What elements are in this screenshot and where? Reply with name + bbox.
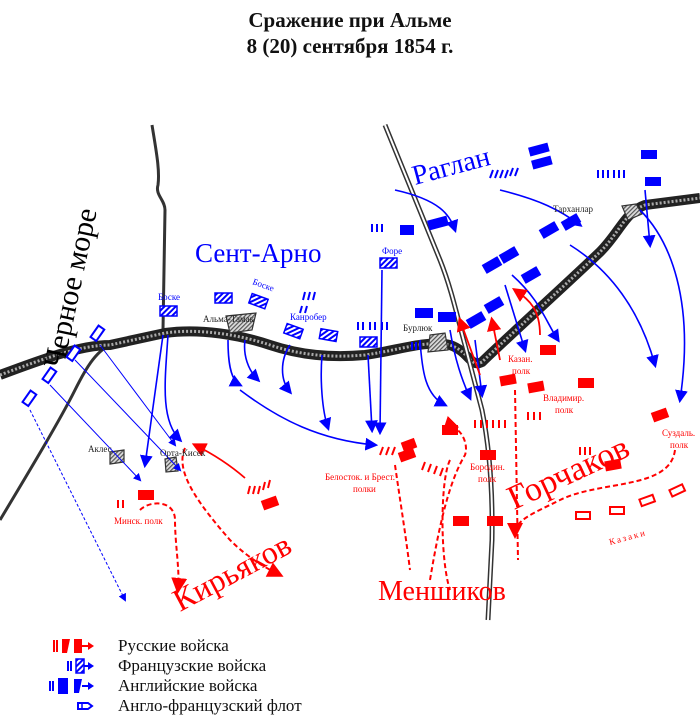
allied-fleet bbox=[21, 324, 106, 408]
russian-attack-arrows bbox=[191, 288, 541, 479]
legend-label: Русские войска bbox=[118, 636, 229, 655]
label-alma-tamak: Альма-Тамак bbox=[203, 314, 255, 324]
villages bbox=[109, 203, 643, 473]
label-belostok-2: полки bbox=[353, 484, 376, 494]
russian-units bbox=[138, 345, 670, 526]
commander-gorchakov: Горчаков bbox=[502, 429, 635, 517]
legend-item-french: Французские войска bbox=[40, 656, 266, 676]
label-cossacks: Казаки bbox=[608, 527, 648, 547]
label-borodino-1: Бородин. bbox=[470, 462, 505, 472]
legend-label: Французские войска bbox=[118, 656, 267, 675]
commander-raglan: Раглан bbox=[409, 141, 494, 192]
russian-movement-arrows bbox=[139, 389, 676, 594]
russian-cavalry bbox=[117, 412, 591, 508]
legend-item-english: Английские войска bbox=[40, 676, 257, 696]
legend-item-fleet: Англо-французский флот bbox=[40, 696, 302, 716]
label-fore: Форе bbox=[382, 246, 402, 256]
label-borodino-2: полк bbox=[478, 474, 497, 484]
commander-kiryakov: Кирьяков bbox=[166, 526, 297, 618]
village-alma-tamak bbox=[225, 312, 257, 334]
label-burlyuk: Бурлюк bbox=[403, 323, 433, 333]
label-bosquet-2: Боске bbox=[251, 276, 275, 293]
legend-item-russian: Русские войска bbox=[40, 636, 229, 656]
road bbox=[382, 124, 495, 621]
label-vladimir-2: полк bbox=[555, 405, 574, 415]
label-vladimir-1: Владимир. bbox=[543, 393, 584, 403]
village-burlyuk bbox=[427, 332, 449, 353]
label-kazan-2: полк bbox=[512, 366, 531, 376]
french-troops-icon bbox=[67, 658, 94, 674]
label-bosquet-1: Боске bbox=[158, 292, 180, 302]
english-units bbox=[400, 142, 661, 329]
streams bbox=[0, 124, 167, 521]
cossacks bbox=[575, 482, 687, 520]
french-skirmishers bbox=[299, 291, 388, 330]
allied-movement-arrows bbox=[29, 189, 688, 602]
label-suzdal-2: полк bbox=[670, 440, 689, 450]
legend: Русские войска Французские войска Англий… bbox=[40, 636, 302, 716]
commander-menshikov: Меншиков bbox=[378, 576, 506, 607]
label-belostok-1: Белосток. и Брест. bbox=[325, 472, 395, 482]
map-title-line1: Сражение при Альме bbox=[248, 8, 452, 32]
english-troops-icon bbox=[49, 678, 94, 694]
english-cavalry bbox=[371, 167, 625, 350]
alma-river bbox=[0, 193, 700, 380]
fleet-icon bbox=[77, 702, 94, 710]
village-orta-kisek bbox=[164, 456, 179, 473]
map-title-line2: 8 (20) сентября 1854 г. bbox=[246, 34, 454, 58]
label-akles: Аклес bbox=[88, 444, 112, 454]
village-akles bbox=[109, 449, 125, 465]
label-canrobert: Канробер bbox=[290, 312, 327, 322]
label-minsk: Минск. полк bbox=[114, 516, 163, 526]
label-orta-kisek: Орта-Кисек bbox=[160, 448, 206, 458]
label-kazan-1: Казан. bbox=[508, 354, 533, 364]
russian-troops-icon bbox=[53, 639, 94, 653]
french-units bbox=[159, 257, 398, 348]
label-suzdal-1: Суздаль. bbox=[662, 428, 695, 438]
village-tarkhanlar bbox=[621, 203, 643, 221]
label-tarkhanlar: Тарханлар bbox=[553, 204, 593, 214]
legend-label: Англо-французский флот bbox=[118, 696, 302, 715]
commander-saint-arnaud: Сент-Арно bbox=[195, 238, 322, 268]
legend-label: Английские войска bbox=[118, 676, 258, 695]
